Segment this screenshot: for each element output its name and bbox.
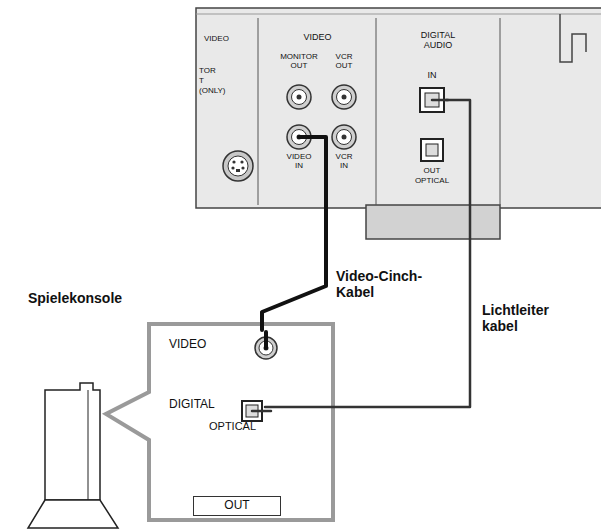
callout-box: OUT VIDEO DIGITAL OPTICAL <box>147 322 335 522</box>
jack-pin <box>240 160 243 163</box>
cable-plug <box>252 410 271 413</box>
panel-label: OUT <box>412 166 452 175</box>
jack-pin <box>241 166 244 169</box>
node-label: IN <box>418 70 446 80</box>
jack-terminal: VIDEO <box>165 330 277 358</box>
console-stand <box>28 500 118 528</box>
panel-label: VCR IN <box>332 152 356 170</box>
node-sublabel: OPTICAL <box>209 420 265 433</box>
optical-cable <box>265 100 470 407</box>
video-cable <box>262 137 326 330</box>
panel-divider <box>258 18 259 205</box>
panel-edge <box>196 14 601 15</box>
jack-terminal: VIDEO IN <box>284 124 314 170</box>
console-edge <box>88 390 89 500</box>
panel-label: TOR <box>199 66 229 75</box>
panel-label: (ONLY) <box>199 86 239 95</box>
cable-label: Video-Cinch- Kabel <box>336 268 436 300</box>
node-label: Spielekonsole <box>14 290 136 306</box>
panel-divider <box>376 18 377 205</box>
s-video-jack <box>228 156 248 176</box>
panel-foot <box>366 205 500 239</box>
callout-outline <box>106 324 333 520</box>
panel-label: MONITOR OUT <box>279 52 319 70</box>
jack-terminal: DIGITAL OPTICAL <box>165 394 265 432</box>
rear-panel <box>196 8 601 208</box>
cable-plug <box>264 332 268 348</box>
rca-jack <box>332 85 356 109</box>
rca-jack <box>287 85 311 109</box>
cable-label: Lichtleiter kabel <box>482 302 582 334</box>
panel-divider <box>500 18 501 205</box>
node-label: VIDEO IN <box>284 152 314 170</box>
node-label: DIGITAL AUDIO <box>409 30 467 51</box>
jack-terminal: IN <box>418 70 446 114</box>
panel-label: VCR OUT <box>329 52 359 70</box>
node-label: DIGITAL <box>169 398 265 412</box>
game-console <box>45 383 100 500</box>
node-label: VIDEO <box>169 330 277 358</box>
panel-label: OPTICAL <box>404 176 460 185</box>
s-video-jack <box>223 151 253 181</box>
node-label: VIDEO <box>262 32 373 42</box>
optical-jack <box>421 139 443 161</box>
panel-section: VIDEO VIDEO IN <box>260 18 375 205</box>
jack-pin <box>231 166 234 169</box>
jack-pin <box>236 169 240 172</box>
panel-label: VIDEO <box>204 34 254 43</box>
panel-label: T <box>199 76 229 85</box>
node-label: OUT <box>193 496 281 516</box>
game-console: Spielekonsole <box>14 290 136 528</box>
rca-jack <box>332 125 356 149</box>
panel-bracket <box>560 14 586 62</box>
jack-pin <box>232 160 235 163</box>
